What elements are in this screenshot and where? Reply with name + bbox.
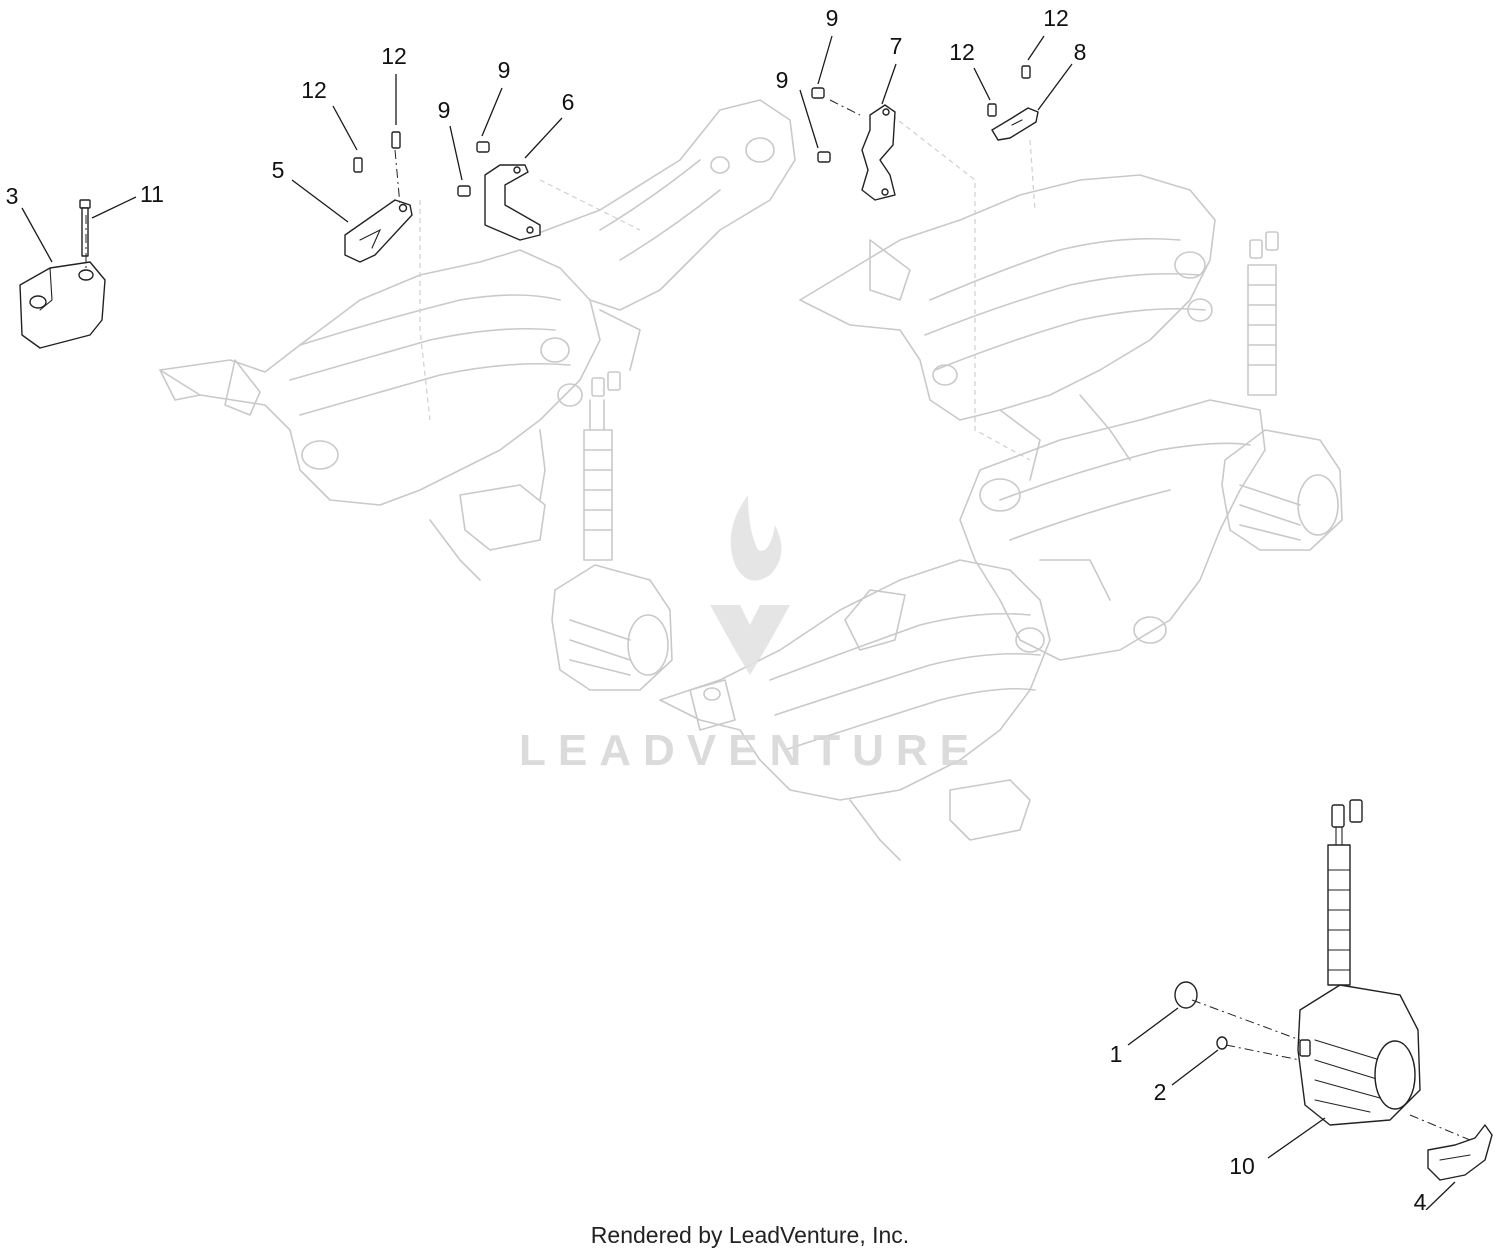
part-11-bolt [79,199,91,257]
callout-9: 9 [776,67,789,93]
callout-2: 2 [1154,1079,1167,1105]
ghost-solenoid-left [551,371,673,691]
callout-10: 10 [1229,1153,1255,1179]
part-12-screws-right [987,65,1031,117]
callout-11: 11 [140,181,164,207]
callout-9: 9 [498,57,511,83]
part-10-solenoid [1297,799,1421,1126]
part-1-o-ring [1174,981,1198,1009]
callout-7: 7 [890,33,903,59]
callout-1: 1 [1110,1041,1123,1067]
ghost-front-deck-assembly [659,559,1051,861]
watermark-text: LEADVENTURE [519,726,981,775]
callout-12: 12 [381,43,407,69]
callout-12: 12 [1043,5,1069,31]
callout-9: 9 [438,97,451,123]
callout-12: 12 [949,39,975,65]
ghost-center-frame [519,99,796,371]
ghost-right-deck-assembly [799,174,1216,481]
parts-diagram: LEADVENTURE 3 11 5 12 12 9 9 6 9 9 7 12 … [6,5,1493,1210]
callout-3: 3 [6,183,19,209]
callout-8: 8 [1074,39,1087,65]
part-7-plate [861,104,896,201]
part-9-screws-right [811,87,831,163]
callout-5: 5 [272,157,285,183]
footer-credit: Rendered by LeadVenture, Inc. [590,1222,910,1248]
part-6-plate [484,164,541,241]
part-2-fitting [1216,1036,1228,1050]
ghost-solenoid-right [1221,231,1343,551]
callout-12: 12 [301,77,327,103]
assembly-center-lines [85,99,1471,1141]
part-9-screws-left [457,141,490,197]
part-8-bracket [991,107,1039,141]
callout-leaders [21,35,1456,1210]
callout-4: 4 [1414,1189,1427,1210]
callout-6: 6 [562,89,575,115]
callout-9: 9 [826,5,839,31]
part-12-screws-left [353,131,401,173]
ghost-rear-frame [959,399,1266,661]
part-5-bracket [344,199,413,263]
ghost-left-deck-assembly [159,249,601,581]
watermark: LEADVENTURE [519,495,981,775]
part-4-bracket [1427,1124,1493,1181]
part-3-cover [19,261,106,349]
assembly-reference-lines [419,109,1036,461]
callout-labels: 3 11 5 12 12 9 9 6 9 9 7 12 12 8 1 2 10 … [6,5,1427,1210]
